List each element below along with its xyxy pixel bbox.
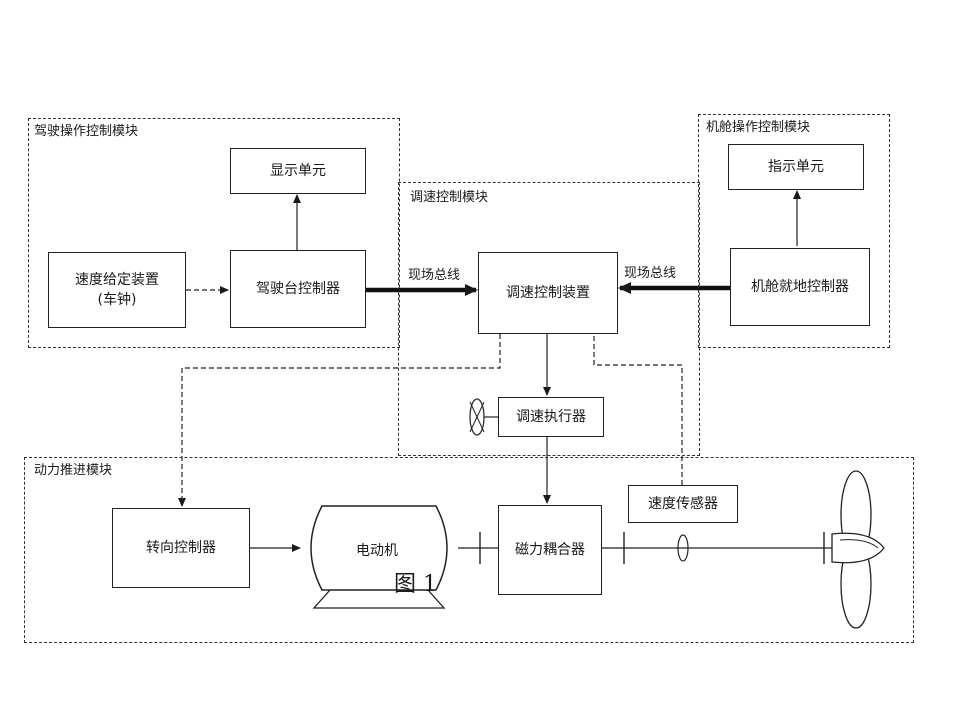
arrow-sensor-feedback — [590, 321, 683, 485]
speed-setting-text: 速度给定装置 — [75, 272, 159, 288]
propulsion-module-label: 动力推进模块 — [34, 463, 113, 478]
speed-actuator-text: 调速执行器 — [516, 409, 586, 425]
bridge-module-label: 驾驶操作控制模块 — [34, 124, 139, 139]
speed-control-module-frame — [398, 182, 700, 456]
actuator-knob-icon — [469, 398, 498, 436]
steering-controller-block: 转向控制器 — [112, 508, 250, 588]
steering-controller-text: 转向控制器 — [146, 540, 216, 556]
speed-control-module-label: 调速控制模块 — [410, 190, 489, 205]
indicator-unit-text: 指示单元 — [768, 159, 824, 175]
motor-body — [310, 505, 448, 591]
fieldbus-left-label: 现场总线 — [408, 268, 461, 283]
engine-room-module-label: 机舱操作控制模块 — [706, 120, 811, 135]
bridge-controller-text: 驾驶台控制器 — [256, 281, 340, 297]
magnetic-coupler-block: 磁力耦合器 — [498, 505, 602, 595]
shaft-sensor-ring — [677, 534, 689, 562]
engine-local-controller-text: 机舱就地控制器 — [751, 279, 849, 295]
figure-caption: 图 1 — [394, 572, 437, 597]
speed-control-device-text: 调速控制装置 — [506, 285, 590, 301]
speed-actuator-block: 调速执行器 — [498, 397, 604, 437]
bridge-controller-block: 驾驶台控制器 — [230, 250, 366, 328]
speed-sensor-text: 速度传感器 — [648, 496, 718, 512]
propeller-icon — [831, 470, 885, 629]
speed-control-device-block: 调速控制装置 — [478, 252, 618, 334]
arrow-control-to-steering — [178, 334, 501, 507]
engine-room-module-frame — [698, 114, 890, 348]
magnetic-coupler-text: 磁力耦合器 — [515, 542, 585, 558]
indicator-unit-block: 指示单元 — [728, 144, 864, 190]
motor-label: 电动机 — [356, 543, 398, 559]
bridge-module-frame — [28, 118, 400, 348]
speed-setting-subtext: (车钟) — [97, 292, 137, 308]
engine-local-controller-block: 机舱就地控制器 — [730, 248, 870, 326]
speed-sensor-block: 速度传感器 — [628, 485, 738, 523]
propulsion-module-frame — [24, 457, 914, 643]
fieldbus-right-label: 现场总线 — [624, 266, 677, 281]
motor-base — [312, 589, 446, 609]
display-unit-text: 显示单元 — [270, 163, 326, 179]
display-unit-block: 显示单元 — [230, 148, 366, 194]
speed-setting-device-block: 速度给定装置 (车钟) — [48, 252, 186, 328]
